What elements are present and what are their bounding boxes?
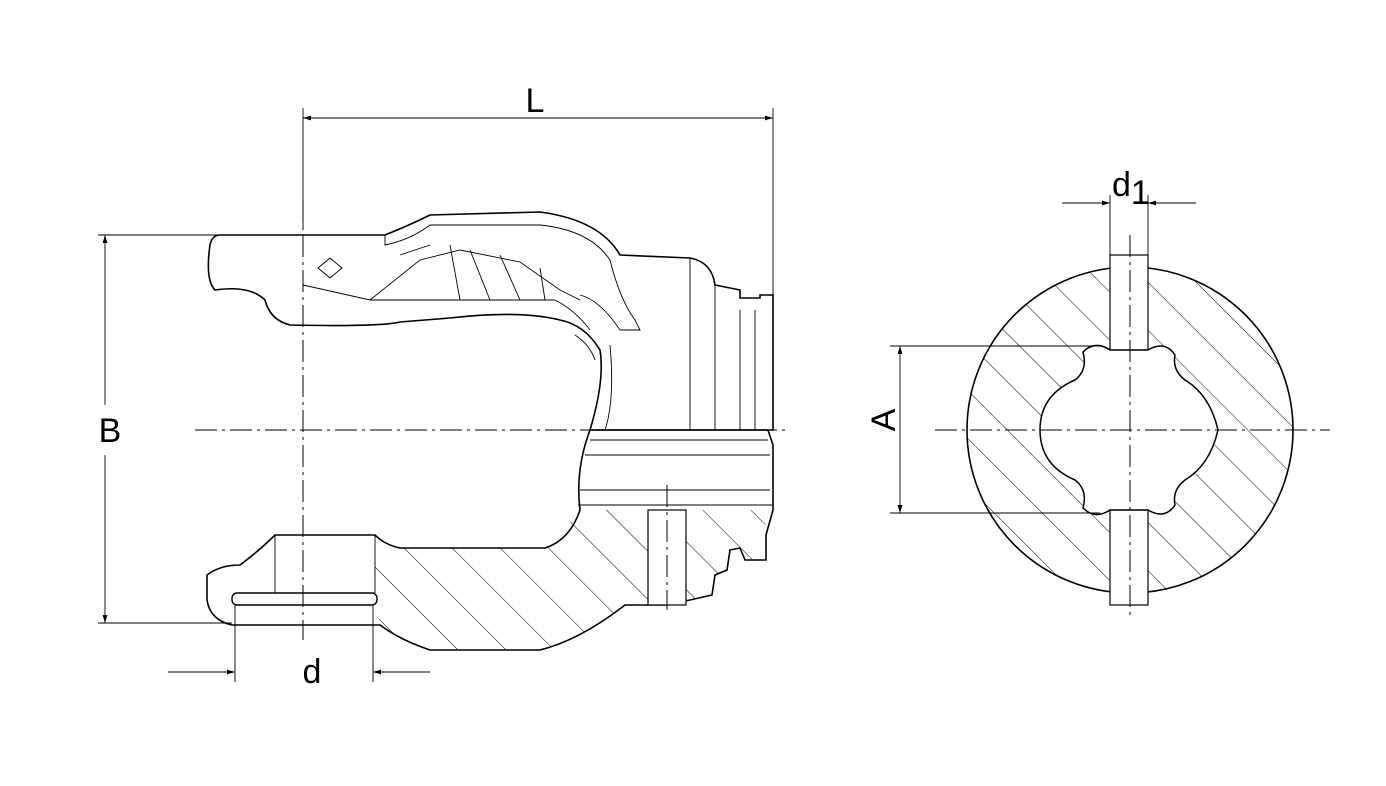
retaining-ring xyxy=(231,592,378,606)
label-L: L xyxy=(526,82,545,120)
label-B: B xyxy=(99,412,122,450)
pin-hole-top xyxy=(1109,254,1149,351)
label-d1: d1 xyxy=(1112,166,1150,212)
spline-section-view: d1 A xyxy=(865,166,1330,620)
yoke-side-view: L B d xyxy=(98,82,790,691)
pin-hole-bottom xyxy=(1109,509,1149,606)
label-A: A xyxy=(865,408,903,431)
brand-logo-diamond xyxy=(317,257,343,279)
upper-yoke-ear xyxy=(207,211,774,431)
label-d: d xyxy=(303,653,322,691)
